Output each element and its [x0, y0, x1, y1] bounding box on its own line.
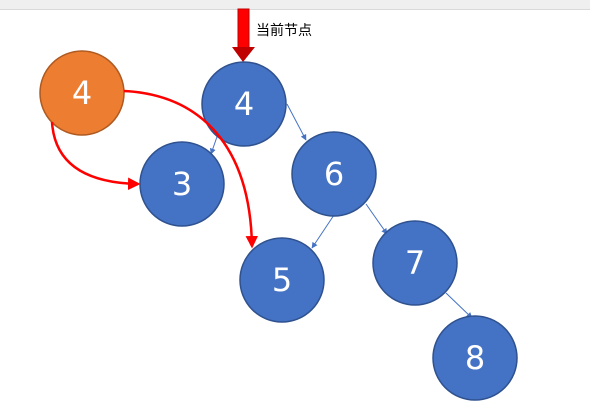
node-6: 6 — [291, 131, 377, 217]
tree-edges — [209, 103, 473, 319]
current-node-pointer-arrow — [232, 8, 255, 62]
node-value: 7 — [405, 244, 425, 282]
edge-root-to-6 — [286, 103, 307, 141]
node-value: 5 — [272, 261, 292, 299]
edge-7-to-8 — [445, 292, 473, 319]
top-border-strip — [0, 0, 590, 10]
node-3: 3 — [139, 141, 225, 227]
node-value: 4 — [72, 74, 92, 112]
edge-6-to-5 — [311, 214, 335, 249]
edge-6-to-7 — [365, 203, 388, 235]
red-arrows — [50, 89, 259, 249]
node-value: 8 — [465, 339, 485, 377]
node-7: 7 — [372, 220, 458, 306]
red-arrow-to-3 — [50, 121, 141, 191]
current-node-label: 当前节点 — [256, 23, 312, 39]
node-root-4: 4 — [201, 61, 287, 147]
node-value: 4 — [234, 85, 254, 123]
node-value: 3 — [172, 165, 192, 203]
node-orange-4: 4 — [39, 50, 125, 136]
node-value: 6 — [324, 155, 344, 193]
node-5: 5 — [239, 237, 325, 323]
node-8: 8 — [432, 315, 518, 401]
red-arrow-to-5 — [123, 89, 259, 249]
